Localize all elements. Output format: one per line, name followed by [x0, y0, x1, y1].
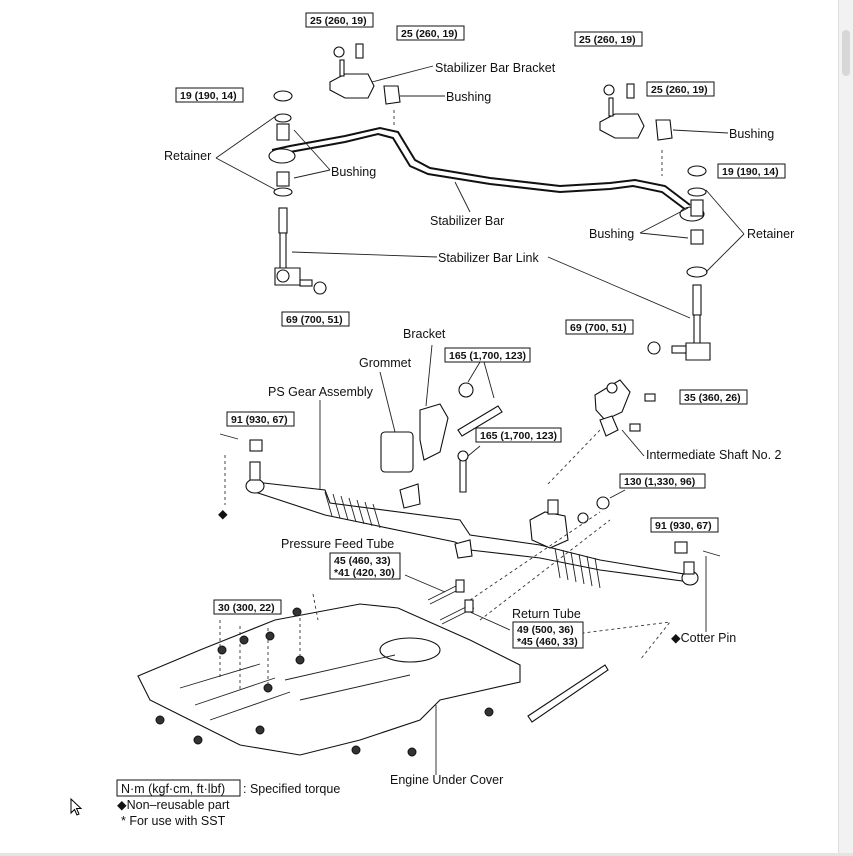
- label-bushing: Bushing: [446, 90, 491, 104]
- label-pressure-feed-tube: Pressure Feed Tube: [281, 537, 394, 551]
- label-retainer: Retainer: [164, 149, 211, 163]
- label-cotter-pin: ◆Cotter Pin: [671, 631, 736, 645]
- torque-label: 49 (500, 36): [517, 624, 574, 636]
- scrollbar-thumb[interactable]: [842, 30, 850, 76]
- torque-label: 165 (1,700, 123): [480, 430, 557, 442]
- left-link-stack: [273, 90, 327, 295]
- torque-label: 130 (1,330, 96): [624, 476, 695, 488]
- torque-label: 25 (260, 19): [310, 15, 367, 27]
- label-engine-under-cover: Engine Under Cover: [390, 773, 503, 787]
- torque-label: 45 (460, 33): [334, 555, 391, 567]
- label-bushing: Bushing: [331, 165, 376, 179]
- torque-label: 25 (260, 19): [579, 34, 636, 46]
- torque-label: 25 (260, 19): [401, 28, 458, 40]
- torque-label: 165 (1,700, 123): [449, 350, 526, 362]
- torque-label: 35 (360, 26): [684, 392, 741, 404]
- torque-label: *45 (460, 33): [517, 636, 578, 648]
- label-return-tube: Return Tube: [512, 607, 581, 621]
- torque-label: 69 (700, 51): [570, 322, 627, 334]
- torque-label: 30 (300, 22): [218, 602, 275, 614]
- legend-non-reusable: ◆Non–reusable part: [117, 798, 230, 812]
- label-stabilizer-bar: Stabilizer Bar: [430, 214, 504, 228]
- label-bracket: Bracket: [403, 327, 446, 341]
- label-retainer: Retainer: [747, 227, 794, 241]
- torque-label: 25 (260, 19): [651, 84, 708, 96]
- torque-label: 19 (190, 14): [722, 166, 779, 178]
- label-grommet: Grommet: [359, 356, 412, 370]
- engine-under-cover-drawing: [137, 603, 521, 757]
- non-reusable-mark: ◆: [218, 507, 228, 521]
- torque-label: 19 (190, 14): [180, 90, 237, 102]
- part-labels: Stabilizer Bar Bracket Bushing Bushing R…: [164, 61, 794, 787]
- legend: N·m (kgf·cm, ft·lbf) : Specified torque …: [116, 779, 340, 828]
- mouse-cursor-icon: [70, 797, 83, 821]
- label-intermediate-shaft: Intermediate Shaft No. 2: [646, 448, 782, 462]
- label-stabilizer-bar-bracket: Stabilizer Bar Bracket: [435, 61, 556, 75]
- legend-unit-box: N·m (kgf·cm, ft·lbf): [121, 782, 225, 796]
- label-bushing: Bushing: [729, 127, 774, 141]
- label-bushing: Bushing: [589, 227, 634, 241]
- right-link-stack: [647, 165, 711, 361]
- legend-sst: * For use with SST: [121, 814, 226, 828]
- torque-label: 69 (700, 51): [286, 314, 343, 326]
- window-bottom-edge: [0, 853, 853, 856]
- gear-mount-parts: [219, 379, 721, 723]
- tubes: [427, 579, 475, 625]
- steering-gear-drawing: [245, 461, 699, 589]
- leader-lines: [215, 65, 745, 775]
- torque-specs: 25 (260, 19) 25 (260, 19) 25 (260, 19) 2…: [175, 12, 786, 649]
- stabilizer-brackets: [329, 43, 673, 141]
- scrollbar[interactable]: [838, 0, 853, 856]
- label-stabilizer-bar-link: Stabilizer Bar Link: [438, 251, 539, 265]
- torque-label: *41 (420, 30): [334, 567, 395, 579]
- torque-label: 91 (930, 67): [655, 520, 712, 532]
- torque-label: 91 (930, 67): [231, 414, 288, 426]
- label-ps-gear-assembly: PS Gear Assembly: [268, 385, 374, 399]
- legend-unit-desc: : Specified torque: [243, 782, 340, 796]
